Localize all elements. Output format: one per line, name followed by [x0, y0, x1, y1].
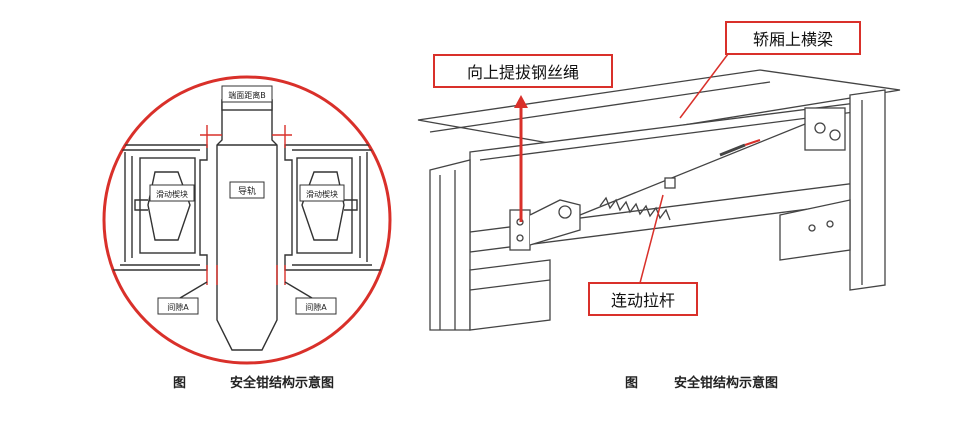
left-figure: 端面距离B 导轨 滑动楔块 滑动楔块 间隙A 间隙A: [102, 75, 392, 365]
label-wedge-right: 滑动楔块: [299, 184, 345, 202]
rod-end-fitting: [804, 107, 846, 151]
linkage-rod: [579, 119, 816, 216]
svg-text:间隙A: 间隙A: [305, 302, 327, 312]
svg-text:间隙A: 间隙A: [167, 302, 189, 312]
label-gap-a-right: 间隙A: [295, 297, 337, 315]
right-housing: [284, 144, 390, 271]
label-gap-b: 端面距离B: [221, 85, 273, 103]
svg-text:导轨: 导轨: [238, 185, 256, 197]
left-caption: 安全钳结构示意图: [230, 376, 335, 391]
left-wedge: [147, 171, 191, 241]
svg-text:连动拉杆: 连动拉杆: [611, 291, 675, 310]
beam-leader: [679, 53, 729, 119]
callout-rope: 向上提拔钢丝绳: [433, 54, 613, 88]
svg-text:轿厢上横梁: 轿厢上横梁: [753, 30, 833, 49]
rod-leader: [639, 194, 664, 284]
right-figure: [417, 69, 901, 331]
label-guide-rail: 导轨: [229, 181, 265, 199]
label-wedge-left: 滑动楔块: [149, 184, 195, 202]
left-wedge-frame: [139, 157, 196, 254]
right-wedge-frame: [296, 157, 353, 254]
spring: [599, 196, 671, 221]
crossbeam: [417, 69, 901, 146]
left-caption-prefix: 图: [173, 376, 187, 391]
callout-rod: 连动拉杆: [588, 282, 698, 316]
left-upright: [429, 159, 471, 331]
right-caption: 安全钳结构示意图: [674, 376, 779, 391]
svg-text:滑动楔块: 滑动楔块: [306, 189, 338, 199]
rope-pull-arrow: [514, 95, 528, 222]
label-gap-a-left: 间隙A: [157, 297, 199, 315]
svg-text:滑动楔块: 滑动楔块: [156, 189, 188, 199]
callout-beam: 轿厢上横梁: [725, 21, 861, 55]
right-wedge: [301, 171, 345, 241]
svg-text:向上提拔钢丝绳: 向上提拔钢丝绳: [467, 63, 579, 82]
svg-text:端面距离B: 端面距离B: [228, 90, 266, 100]
left-housing: [104, 144, 208, 271]
right-caption-prefix: 图: [625, 376, 639, 391]
guide-rail: [216, 99, 278, 351]
right-upright: [849, 89, 886, 291]
